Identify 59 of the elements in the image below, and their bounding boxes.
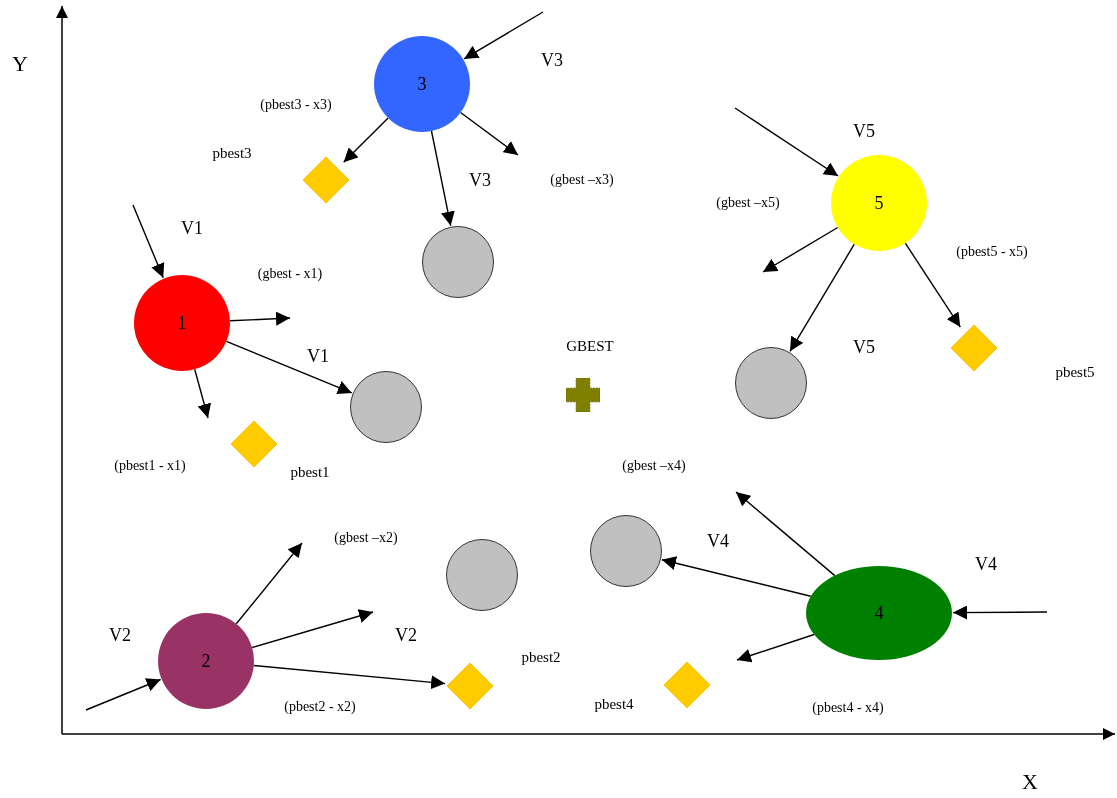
velocity-arrow [235, 542, 303, 625]
gbest-label: GBEST [566, 338, 614, 354]
pbest-diamond [663, 661, 711, 709]
vector-label: (pbest3 - x3) [260, 98, 332, 112]
pbest-label: pbest3 [212, 145, 252, 161]
velocity-arrow [430, 130, 455, 227]
vector-label: (gbest –x3) [550, 173, 614, 187]
particle-number: 5 [874, 194, 884, 212]
velocity-arrow [459, 111, 519, 156]
particle-number: 1 [177, 314, 187, 332]
velocity-label: V4 [975, 555, 997, 573]
velocity-label: V4 [707, 532, 729, 550]
velocity-arrow [253, 664, 446, 690]
vector-label: (pbest2 - x2) [284, 700, 356, 714]
axis-label: Y [12, 53, 28, 75]
vector-label: (gbest - x1) [257, 267, 323, 281]
velocity-arrow [762, 226, 839, 273]
velocity-label: V2 [109, 626, 131, 644]
axis-label: X [1022, 771, 1038, 793]
velocity-label: V1 [307, 347, 329, 365]
velocity-arrow [463, 11, 544, 60]
particle-number: 2 [201, 652, 211, 670]
velocity-arrow [789, 243, 855, 352]
velocity-arrow [661, 556, 812, 597]
pbest-label: pbest1 [290, 464, 330, 480]
particle-number: 4 [874, 604, 884, 622]
pbest-diamond [446, 662, 494, 710]
vector-label: (pbest4 - x4) [812, 701, 884, 715]
pbest-label: pbest2 [521, 649, 561, 665]
velocity-label: V5 [853, 338, 875, 356]
vector-label: (pbest5 - x5) [956, 245, 1028, 259]
velocity-label: V3 [469, 171, 491, 189]
pbest-label: pbest4 [594, 696, 634, 712]
velocity-arrow [225, 340, 353, 395]
velocity-arrow [952, 605, 1048, 620]
velocity-arrow [229, 311, 291, 326]
velocity-arrow [132, 204, 165, 279]
velocity-label: V5 [853, 122, 875, 140]
vector-label: (gbest –x5) [716, 196, 780, 210]
velocity-arrow [734, 107, 839, 177]
gbest-cross [566, 378, 600, 412]
pbest-diamond [950, 324, 998, 372]
pbest-label: pbest5 [1055, 364, 1095, 380]
velocity-arrow [251, 609, 374, 649]
pbest-diamond [230, 420, 278, 468]
velocity-arrow [343, 117, 389, 163]
velocity-arrow [85, 678, 162, 711]
velocity-label: V2 [395, 626, 417, 644]
vector-label: (pbest1 - x1) [114, 459, 186, 473]
pbest-diamond [302, 156, 350, 204]
velocity-arrow [904, 242, 961, 328]
vector-label: (gbest –x4) [622, 459, 686, 473]
velocity-arrow [736, 633, 815, 663]
velocity-arrow [735, 491, 836, 577]
velocity-label: V1 [181, 219, 203, 237]
velocity-label: V3 [541, 51, 563, 69]
vector-label: (gbest –x2) [334, 531, 398, 545]
velocity-arrow [194, 368, 212, 419]
particle-number: 3 [417, 75, 427, 93]
